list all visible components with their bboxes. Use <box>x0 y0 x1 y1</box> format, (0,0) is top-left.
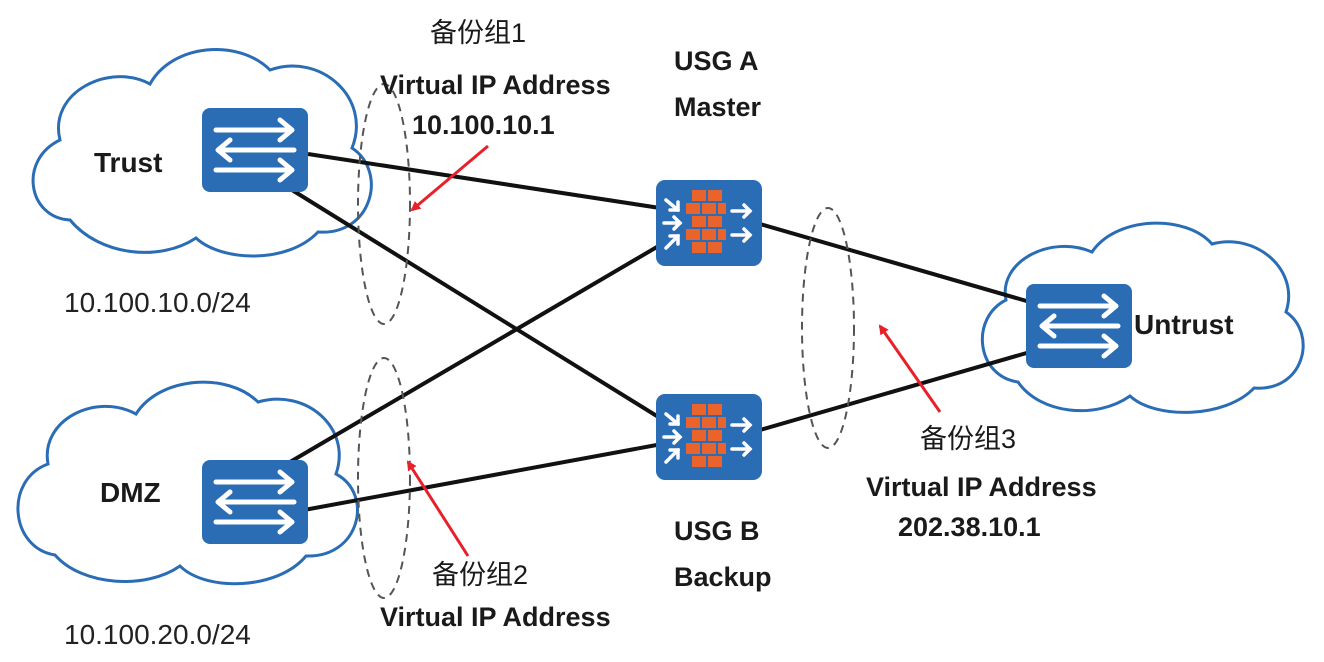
link-usgb-untrust <box>759 350 1031 432</box>
backup-group3-vip-label: Virtual IP Address <box>866 472 1097 502</box>
link-dmz-usga <box>288 242 664 464</box>
link-dmz-usgb <box>303 442 663 512</box>
backup-group3-ellipse <box>801 207 855 449</box>
trust-switch-icon <box>202 108 308 192</box>
backup-group2-title: 备份组2 <box>432 560 528 590</box>
backup-group1-title: 备份组1 <box>430 18 526 48</box>
dmz-switch-icon <box>202 460 308 544</box>
usg-b-role: Backup <box>674 562 772 592</box>
untrust-zone-label: Untrust <box>1134 309 1234 340</box>
trust-zone-label: Trust <box>94 147 162 178</box>
dmz-subnet-label: 10.100.20.0/24 <box>64 619 251 650</box>
dmz-zone-label: DMZ <box>100 477 161 508</box>
group2-pointer-arrow <box>406 460 470 557</box>
backup-group3-title: 备份组3 <box>920 424 1016 454</box>
backup-group1-vip: 10.100.10.1 <box>412 110 555 140</box>
usg-a-role: Master <box>674 92 762 122</box>
group3-pointer-arrow <box>878 324 942 413</box>
group1-pointer-arrow <box>410 144 489 212</box>
link-usga-untrust <box>759 222 1031 304</box>
backup-group2-vip-label: Virtual IP Address <box>380 602 611 632</box>
backup-group1-vip-label: Virtual IP Address <box>380 70 611 100</box>
usg-b-name: USG B <box>674 516 760 546</box>
untrust-switch-icon <box>1026 284 1132 368</box>
link-trust-usgb <box>290 188 662 420</box>
links <box>288 152 1031 512</box>
usg-a-firewall-icon <box>654 178 764 268</box>
link-trust-usga <box>307 152 661 210</box>
backup-group2-ellipse <box>357 357 411 599</box>
trust-subnet-label: 10.100.10.0/24 <box>64 287 251 318</box>
usg-b-firewall-icon <box>654 392 764 482</box>
backup-group3-vip: 202.38.10.1 <box>898 512 1041 542</box>
backup-group1-ellipse <box>357 83 411 325</box>
usg-a-name: USG A <box>674 46 759 76</box>
